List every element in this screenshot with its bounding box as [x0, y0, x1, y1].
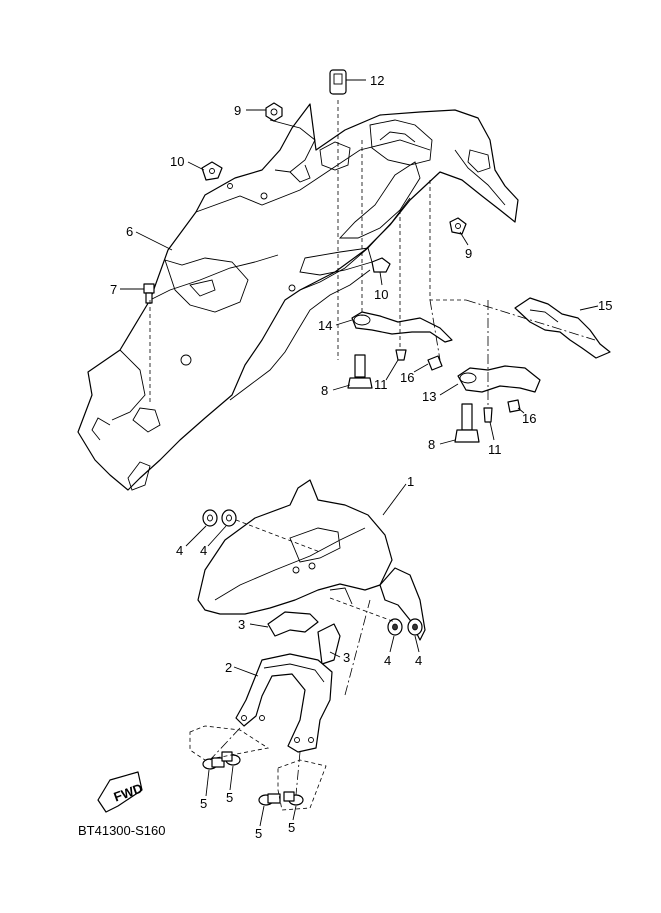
- front-fender: [197, 479, 426, 641]
- diagram-code: BT41300-S160: [78, 823, 166, 838]
- callout-11: 11: [374, 377, 388, 392]
- callout-3: 3: [238, 617, 245, 632]
- part-4-washer-c: [387, 618, 403, 636]
- callout-13: 13: [422, 389, 436, 404]
- part-14-bracket: [351, 311, 453, 343]
- callout-16: 16: [400, 370, 414, 385]
- callout-4: 4: [200, 543, 207, 558]
- part-16-clip-right: [507, 399, 521, 413]
- callout-5: 5: [255, 826, 262, 841]
- callout-5: 5: [288, 820, 295, 835]
- part-4-washer-d: [407, 618, 423, 636]
- callout-16: 16: [522, 411, 536, 426]
- callout-2: 2: [225, 660, 232, 675]
- callout-8: 8: [321, 383, 328, 398]
- part-11-screw-right: [483, 407, 493, 423]
- callout-6: 6: [126, 224, 133, 239]
- callout-8: 8: [428, 437, 435, 452]
- callout-5: 5: [200, 796, 207, 811]
- callout-11: 11: [488, 442, 502, 457]
- callout-12: 12: [370, 73, 384, 88]
- rear-fender: [77, 103, 519, 491]
- part-9-nut-top: [265, 102, 283, 122]
- part-12-clip: [329, 69, 347, 95]
- callout-9: 9: [234, 103, 241, 118]
- callout-15: 15: [598, 298, 612, 313]
- callout-14: 14: [318, 318, 332, 333]
- part-13-bracket: [457, 365, 541, 393]
- part-3-plate-left: [267, 611, 319, 637]
- part-11-screw-left: [395, 349, 407, 361]
- part-4-washer-a: [202, 509, 218, 527]
- part-2-brace: [235, 653, 333, 753]
- callout-9: 9: [465, 246, 472, 261]
- callout-4: 4: [176, 543, 183, 558]
- part-7-bolt: [143, 283, 155, 304]
- callout-4: 4: [415, 653, 422, 668]
- part-5-bolt-c: [258, 793, 281, 806]
- part-8-bolt-left: [347, 354, 373, 389]
- part-8-bolt-right: [454, 403, 480, 443]
- callout-7: 7: [110, 282, 117, 297]
- callout-10: 10: [170, 154, 184, 169]
- callout-5: 5: [226, 790, 233, 805]
- part-3-plate-right: [317, 623, 341, 665]
- part-15-bracket: [514, 297, 611, 359]
- fwd-arrow-icon: FWD: [97, 771, 145, 813]
- part-9-screw-right: [449, 217, 467, 235]
- part-4-washer-b: [221, 509, 237, 527]
- callout-10: 10: [374, 287, 388, 302]
- part-10-nut-right: [371, 257, 391, 273]
- callout-1: 1: [407, 474, 414, 489]
- callout-3: 3: [343, 650, 350, 665]
- part-5-bolt-d: [283, 791, 304, 806]
- callout-4: 4: [384, 653, 391, 668]
- part-16-clip-left: [427, 355, 443, 371]
- part-10-nut-top: [201, 161, 223, 181]
